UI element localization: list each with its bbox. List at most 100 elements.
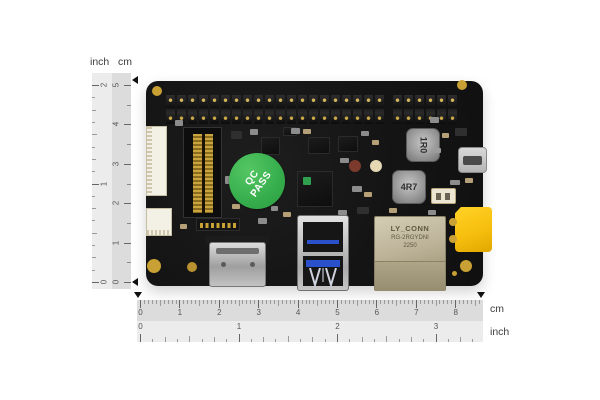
hruler-cm-tick xyxy=(309,300,311,304)
hdmi-slot xyxy=(216,248,259,254)
vruler-inch-tick xyxy=(92,232,97,234)
hruler-inch-tick xyxy=(410,337,412,342)
vruler-inch-tick xyxy=(92,158,96,160)
hruler-cm-tick xyxy=(392,300,394,304)
hruler-cm-tick xyxy=(175,300,177,304)
usb3-dual-port xyxy=(297,215,349,291)
chip-logo-mark xyxy=(303,177,311,185)
vruler-cm-number: 4 xyxy=(111,122,121,127)
smd-component xyxy=(389,208,397,213)
hruler-inch-tick xyxy=(287,336,289,342)
hruler-inch-tick xyxy=(176,339,178,342)
hruler-cm-tick xyxy=(230,300,232,304)
hruler-inch-tick xyxy=(386,336,388,342)
vruler-cm-number: 1 xyxy=(111,240,121,245)
hruler-cm-tick xyxy=(242,300,244,304)
hruler-cm-tick xyxy=(226,300,228,304)
hruler-inch-tick xyxy=(373,339,375,342)
hruler-inch-tick xyxy=(164,337,166,342)
hruler-cm-tick xyxy=(163,300,165,304)
hruler-cm-number: 7 xyxy=(414,308,419,317)
vruler-inch-tick xyxy=(92,208,96,210)
vruler-inch-tick xyxy=(92,121,95,123)
hruler-cm-tick xyxy=(195,300,197,304)
hruler-cm-tick xyxy=(451,300,453,304)
gpio-pin-column xyxy=(287,95,296,124)
vruler-cm-number: 5 xyxy=(111,82,121,88)
gpio-pin-column xyxy=(353,95,362,124)
smd-component xyxy=(442,133,449,138)
ic-chip xyxy=(308,137,330,154)
fpc-connector-pins xyxy=(147,127,152,195)
mounting-hole-bottom-left xyxy=(147,259,161,273)
hruler-inch-tick xyxy=(275,339,277,342)
smd-component xyxy=(231,131,242,139)
hruler-cm-tick xyxy=(277,300,279,306)
hruler-inch-number: 0 xyxy=(138,322,143,331)
hruler-inch-tick xyxy=(447,339,449,342)
hruler-cm-tick-major xyxy=(297,300,299,308)
hruler-cm-tick xyxy=(313,300,315,304)
hruler-cm-tick-major xyxy=(415,300,417,308)
vruler-cm-tick-major xyxy=(124,282,131,283)
hruler-cm-tick xyxy=(463,300,465,304)
smd-component xyxy=(303,129,311,134)
jst-connector xyxy=(431,188,456,204)
vruler-inch-tick xyxy=(92,171,95,173)
vruler-inch-tick xyxy=(92,245,95,247)
gpio-pin-column xyxy=(375,95,384,124)
hruler-cm-number: 3 xyxy=(256,308,261,317)
hruler-cm-tick-major xyxy=(337,300,338,308)
hruler-cm-tick xyxy=(352,300,354,304)
hruler-cm-tick xyxy=(384,300,386,304)
hdmi-screw xyxy=(221,262,226,267)
jst-slot xyxy=(445,193,450,200)
hruler-cm-tick xyxy=(191,300,193,304)
hruler-cm-tick xyxy=(301,300,303,304)
hruler-cm-tick xyxy=(419,300,421,304)
ethernet-text-line2: RG-2RGYDNI xyxy=(391,235,429,241)
vruler-inch-tick-major xyxy=(92,85,99,86)
gpio-pin-column xyxy=(364,95,373,124)
hruler-cm-tick xyxy=(187,300,189,304)
inductor-1r0: 1R0 xyxy=(406,128,440,162)
board-left-edge-marker-icon xyxy=(134,292,142,298)
yellow-power-connector xyxy=(455,207,492,252)
gpio-pin-column xyxy=(298,95,307,124)
hruler-cm-tick xyxy=(333,300,335,304)
horizontal-ruler-cm-label: cm xyxy=(490,303,504,315)
hruler-cm-tick xyxy=(400,300,401,304)
hruler-cm-tick xyxy=(423,300,425,304)
horizontal-ruler-inch-strip xyxy=(137,321,483,342)
gpio-pin-column xyxy=(232,95,241,124)
smd-component xyxy=(372,140,379,145)
hruler-cm-tick xyxy=(289,300,291,304)
hruler-cm-tick xyxy=(404,300,405,304)
hruler-inch-tick xyxy=(152,339,154,342)
smd-component xyxy=(291,128,300,134)
gpio-pin-column xyxy=(331,95,340,124)
micro-usb-slot xyxy=(463,156,482,165)
vruler-cm-number: 3 xyxy=(111,161,121,167)
vruler-inch-tick xyxy=(92,97,95,99)
vruler-cm-tick-major xyxy=(124,124,131,126)
ethernet-text-line1: LY_CONN xyxy=(390,224,430,233)
vruler-cm-tick xyxy=(127,262,131,264)
smd-component xyxy=(258,218,267,224)
vruler-cm-number: 0 xyxy=(111,279,121,285)
usb3-blue-tongue-lower xyxy=(306,260,340,267)
hruler-cm-tick-major xyxy=(376,300,378,308)
hruler-cm-tick xyxy=(364,300,366,304)
qc-pass-sticker: QC PASS xyxy=(229,153,285,209)
vertical-ruler-inch-strip xyxy=(92,73,112,289)
ethernet-lower-shell xyxy=(375,261,445,291)
smd-component xyxy=(175,120,183,126)
smd-component xyxy=(180,224,187,229)
usb-contact-springs xyxy=(309,268,337,288)
smd-component xyxy=(225,176,231,184)
hruler-inch-tick xyxy=(263,337,265,342)
hruler-cm-tick xyxy=(238,300,240,306)
smd-component xyxy=(357,207,369,214)
vruler-cm-tick-major xyxy=(124,163,131,165)
